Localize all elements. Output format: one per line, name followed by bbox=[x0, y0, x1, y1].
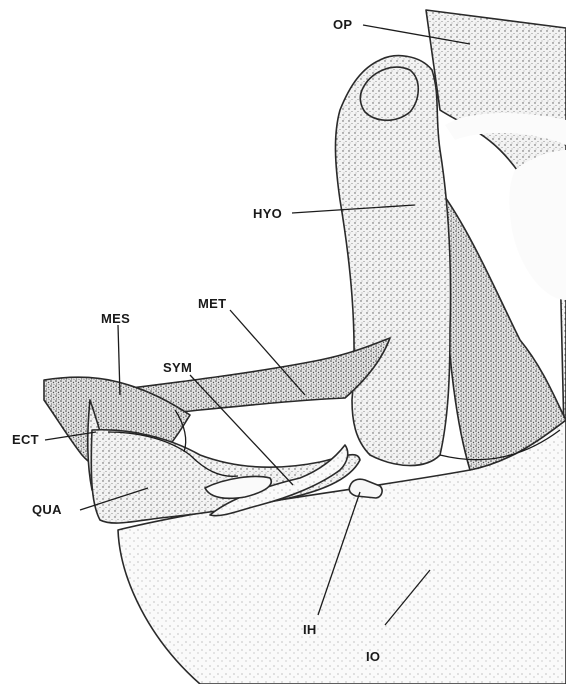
label-mes: MES bbox=[101, 311, 130, 326]
label-met: MET bbox=[198, 296, 226, 311]
label-ih: IH bbox=[303, 622, 317, 637]
label-sym: SYM bbox=[163, 360, 192, 375]
label-hyo: HYO bbox=[253, 206, 282, 221]
label-ect: ECT bbox=[12, 432, 39, 447]
label-qua: QUA bbox=[32, 502, 62, 517]
orbit-cavity bbox=[509, 150, 566, 300]
label-io: IO bbox=[366, 649, 380, 664]
interhyal-bone bbox=[349, 479, 382, 498]
label-op: OP bbox=[333, 17, 352, 32]
